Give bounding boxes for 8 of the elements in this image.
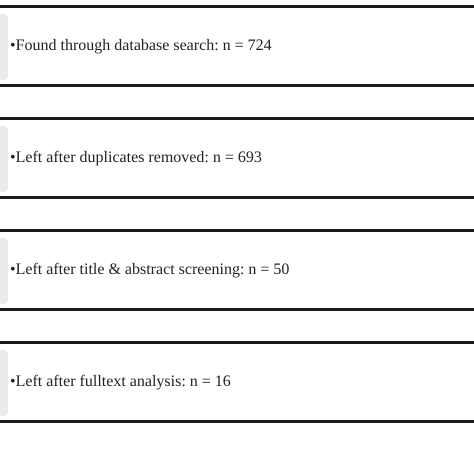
step-band [0, 341, 474, 423]
step-text: •Left after fulltext analysis: n = 16 [10, 373, 231, 391]
step-text: •Left after title & abstract screening: n = 50 [10, 261, 290, 279]
step-band [0, 5, 474, 87]
step-band [0, 229, 474, 311]
step-text: •Left after duplicates removed: n = 693 [10, 149, 262, 167]
step-band [0, 117, 474, 199]
step-text: •Found through database search: n = 724 [10, 37, 272, 55]
